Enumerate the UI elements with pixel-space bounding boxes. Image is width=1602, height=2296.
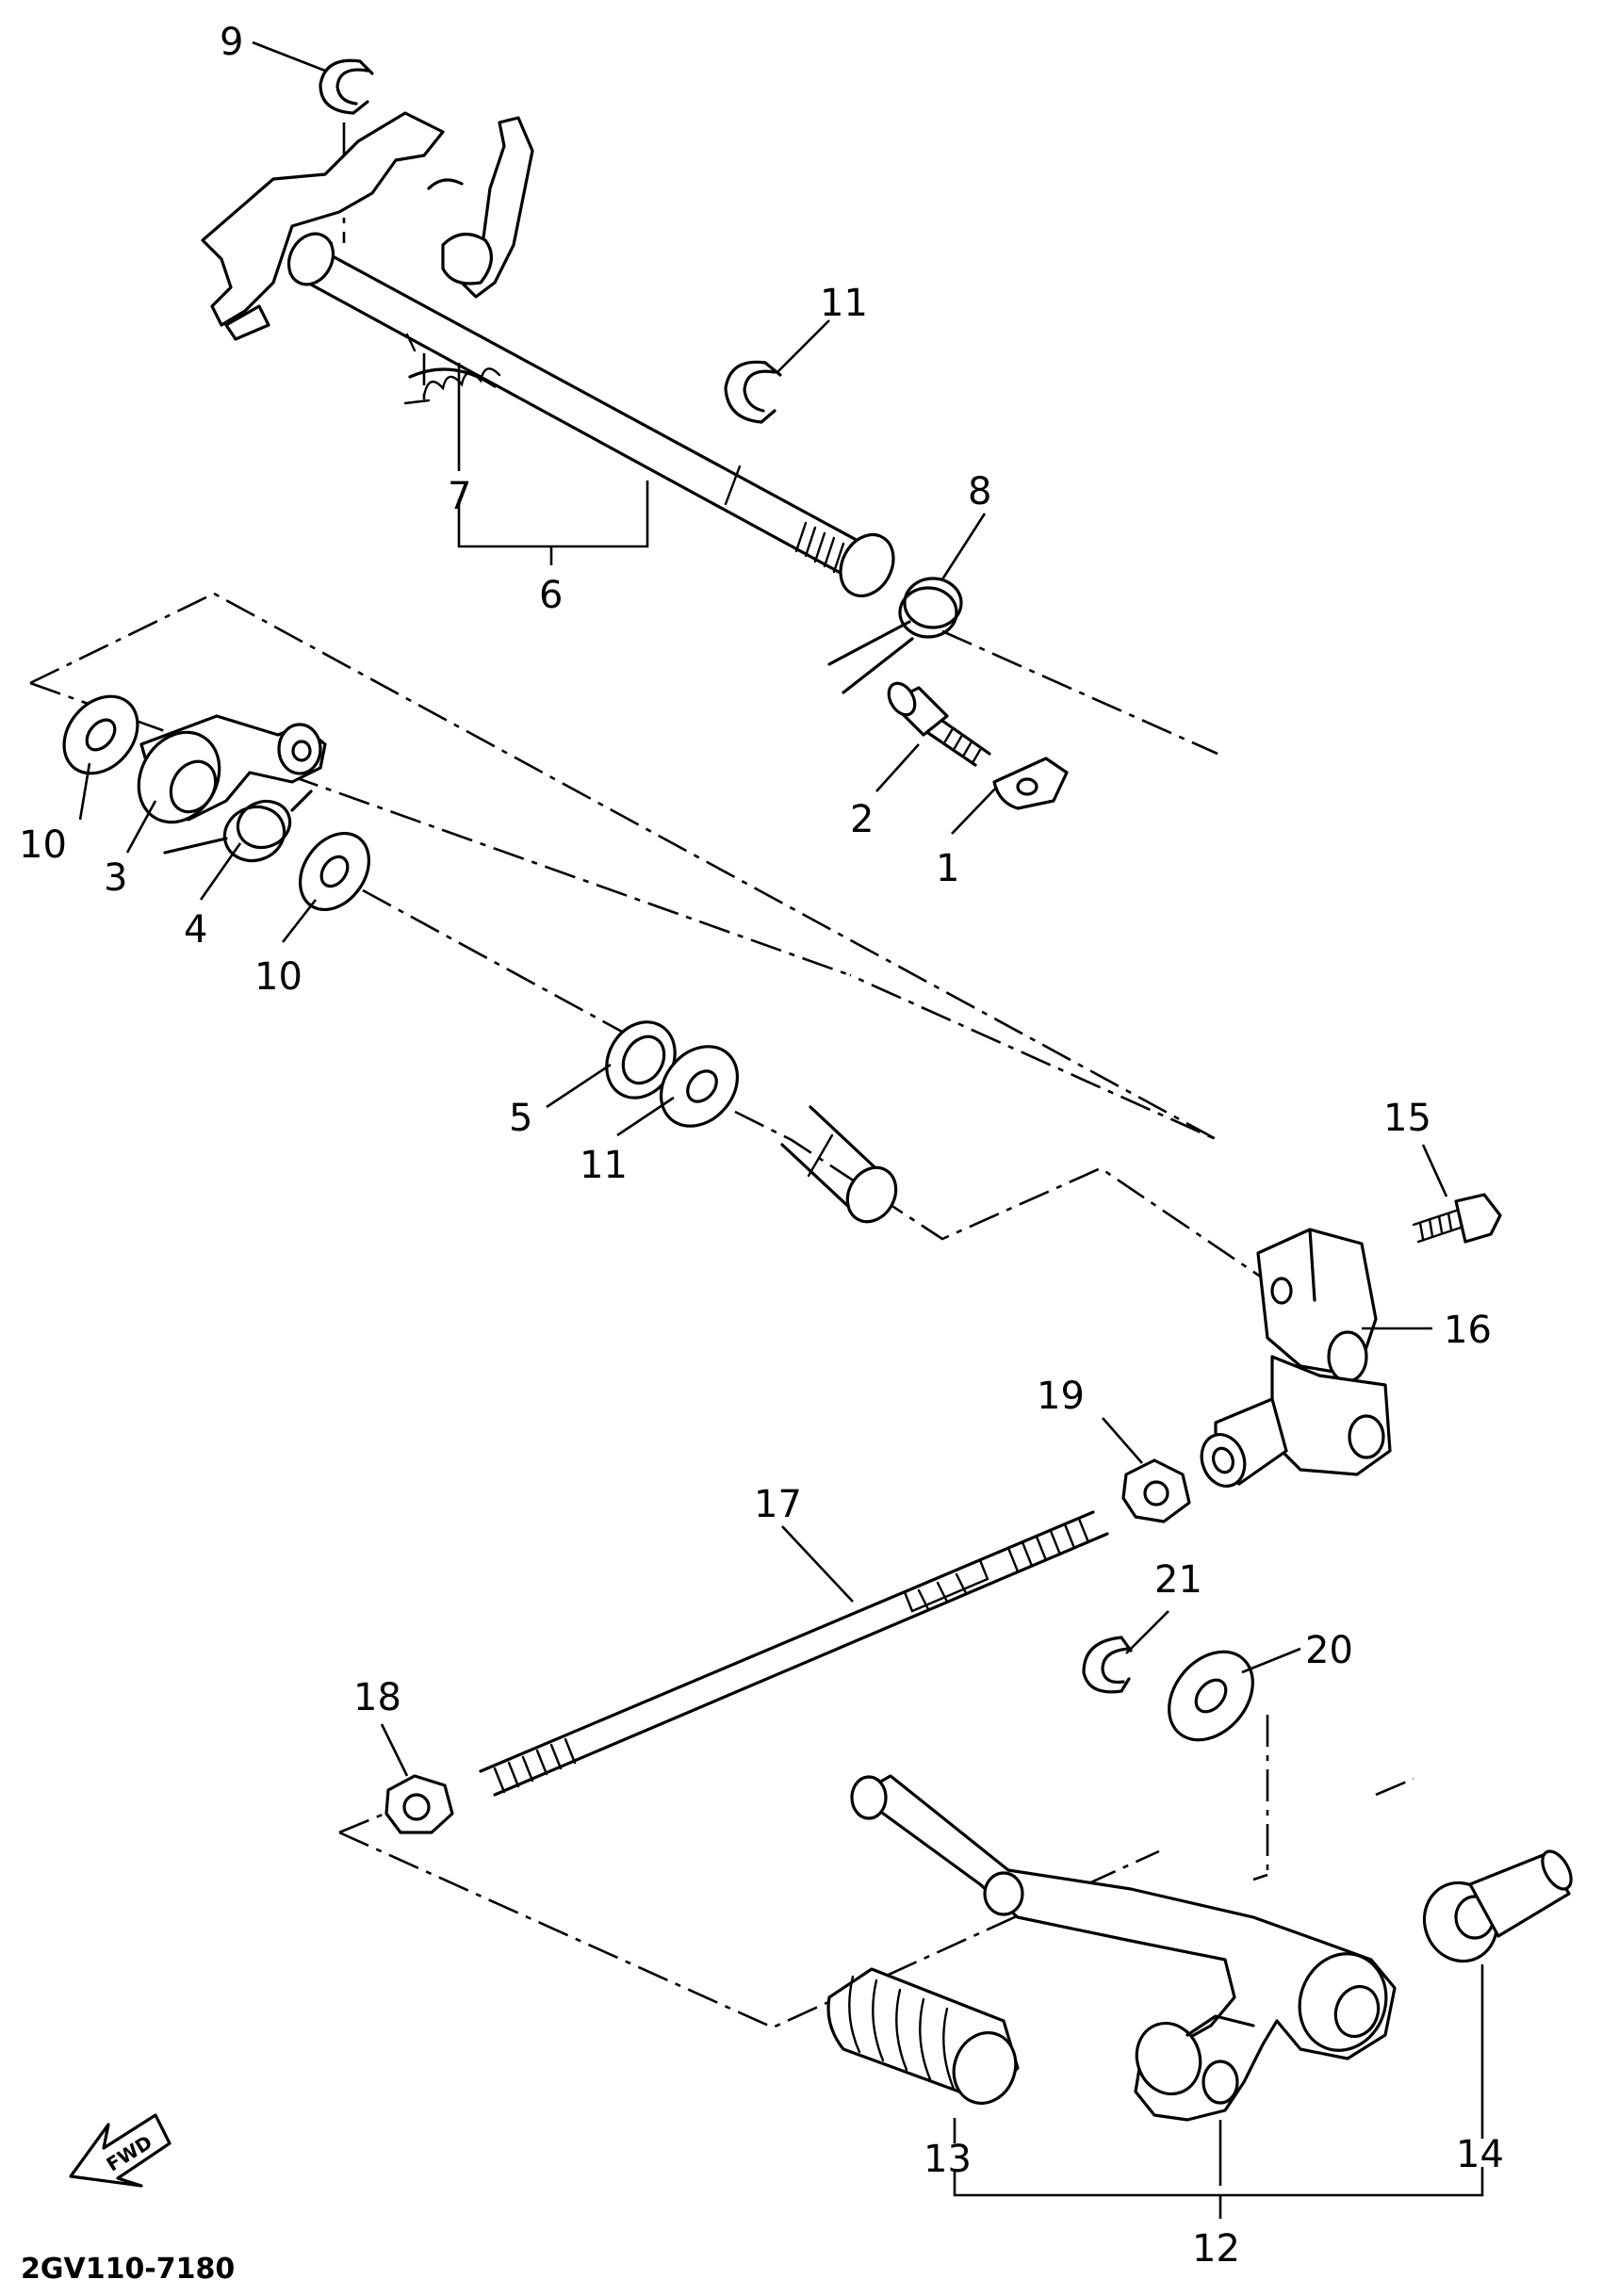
lock-washer-1 [992, 757, 1069, 810]
bolt-2 [887, 681, 991, 767]
callout-4: 4 [184, 908, 207, 952]
fwd-arrow-icon: FWD [69, 2113, 172, 2188]
stopper-lever-3 [137, 714, 327, 824]
collar [780, 1105, 898, 1224]
footpeg-14 [826, 1967, 1020, 2105]
callout-labels: 9 11 8 7 6 2 1 10 3 4 10 5 11 15 16 19 1… [19, 21, 1504, 2271]
washer-10-right [299, 831, 370, 912]
callout-21: 20 [1305, 1629, 1353, 1672]
bolt-16 [1412, 1193, 1502, 1244]
nut-20 [1121, 1458, 1191, 1523]
callout-16: 15 [1383, 1097, 1431, 1140]
callout-11: 11 [580, 1144, 628, 1187]
shift-arm-17 [1200, 1228, 1392, 1488]
callout-12: 11 [820, 282, 868, 325]
circlip-22 [1082, 1636, 1133, 1694]
part-code: 2GV110-7180 [21, 2253, 235, 2286]
spring-4 [163, 790, 313, 863]
circlip-9 [319, 58, 374, 115]
callout-17: 16 [1444, 1309, 1492, 1352]
shift-shaft [201, 111, 895, 598]
callout-10-right: 10 [254, 955, 302, 999]
joint-15 [1422, 1849, 1573, 1963]
callout-8: 8 [968, 470, 991, 513]
shift-rod-18 [479, 1510, 1109, 1797]
callout-2: 2 [850, 798, 874, 841]
callout-6: 6 [539, 574, 563, 617]
callout-10-left: 10 [19, 823, 67, 867]
callout-19: 18 [353, 1676, 401, 1719]
circlip-12 [724, 360, 782, 424]
callout-5: 5 [509, 1097, 532, 1140]
washer-21 [1168, 1650, 1254, 1742]
callout-9: 9 [220, 21, 243, 64]
washer-10-left [62, 694, 139, 775]
callout-1: 1 [936, 847, 959, 890]
callout-20: 19 [1037, 1375, 1085, 1418]
assembly-guide-lines [29, 122, 1414, 2029]
nut-19 [384, 1774, 454, 1834]
callout-22: 21 [1154, 1558, 1202, 1602]
callout-3: 3 [104, 856, 127, 900]
callout-18: 17 [754, 1483, 802, 1526]
callout-13: 12 [1192, 2227, 1240, 2271]
shift-pedal-13 [850, 1774, 1397, 2122]
callout-15: 14 [1456, 2133, 1504, 2176]
torsion-spring-8 [827, 577, 963, 694]
callout-14: 13 [924, 2138, 972, 2181]
callout-7: 7 [448, 475, 471, 518]
washer-11 [659, 1045, 740, 1128]
leader-lines [78, 41, 1484, 2219]
